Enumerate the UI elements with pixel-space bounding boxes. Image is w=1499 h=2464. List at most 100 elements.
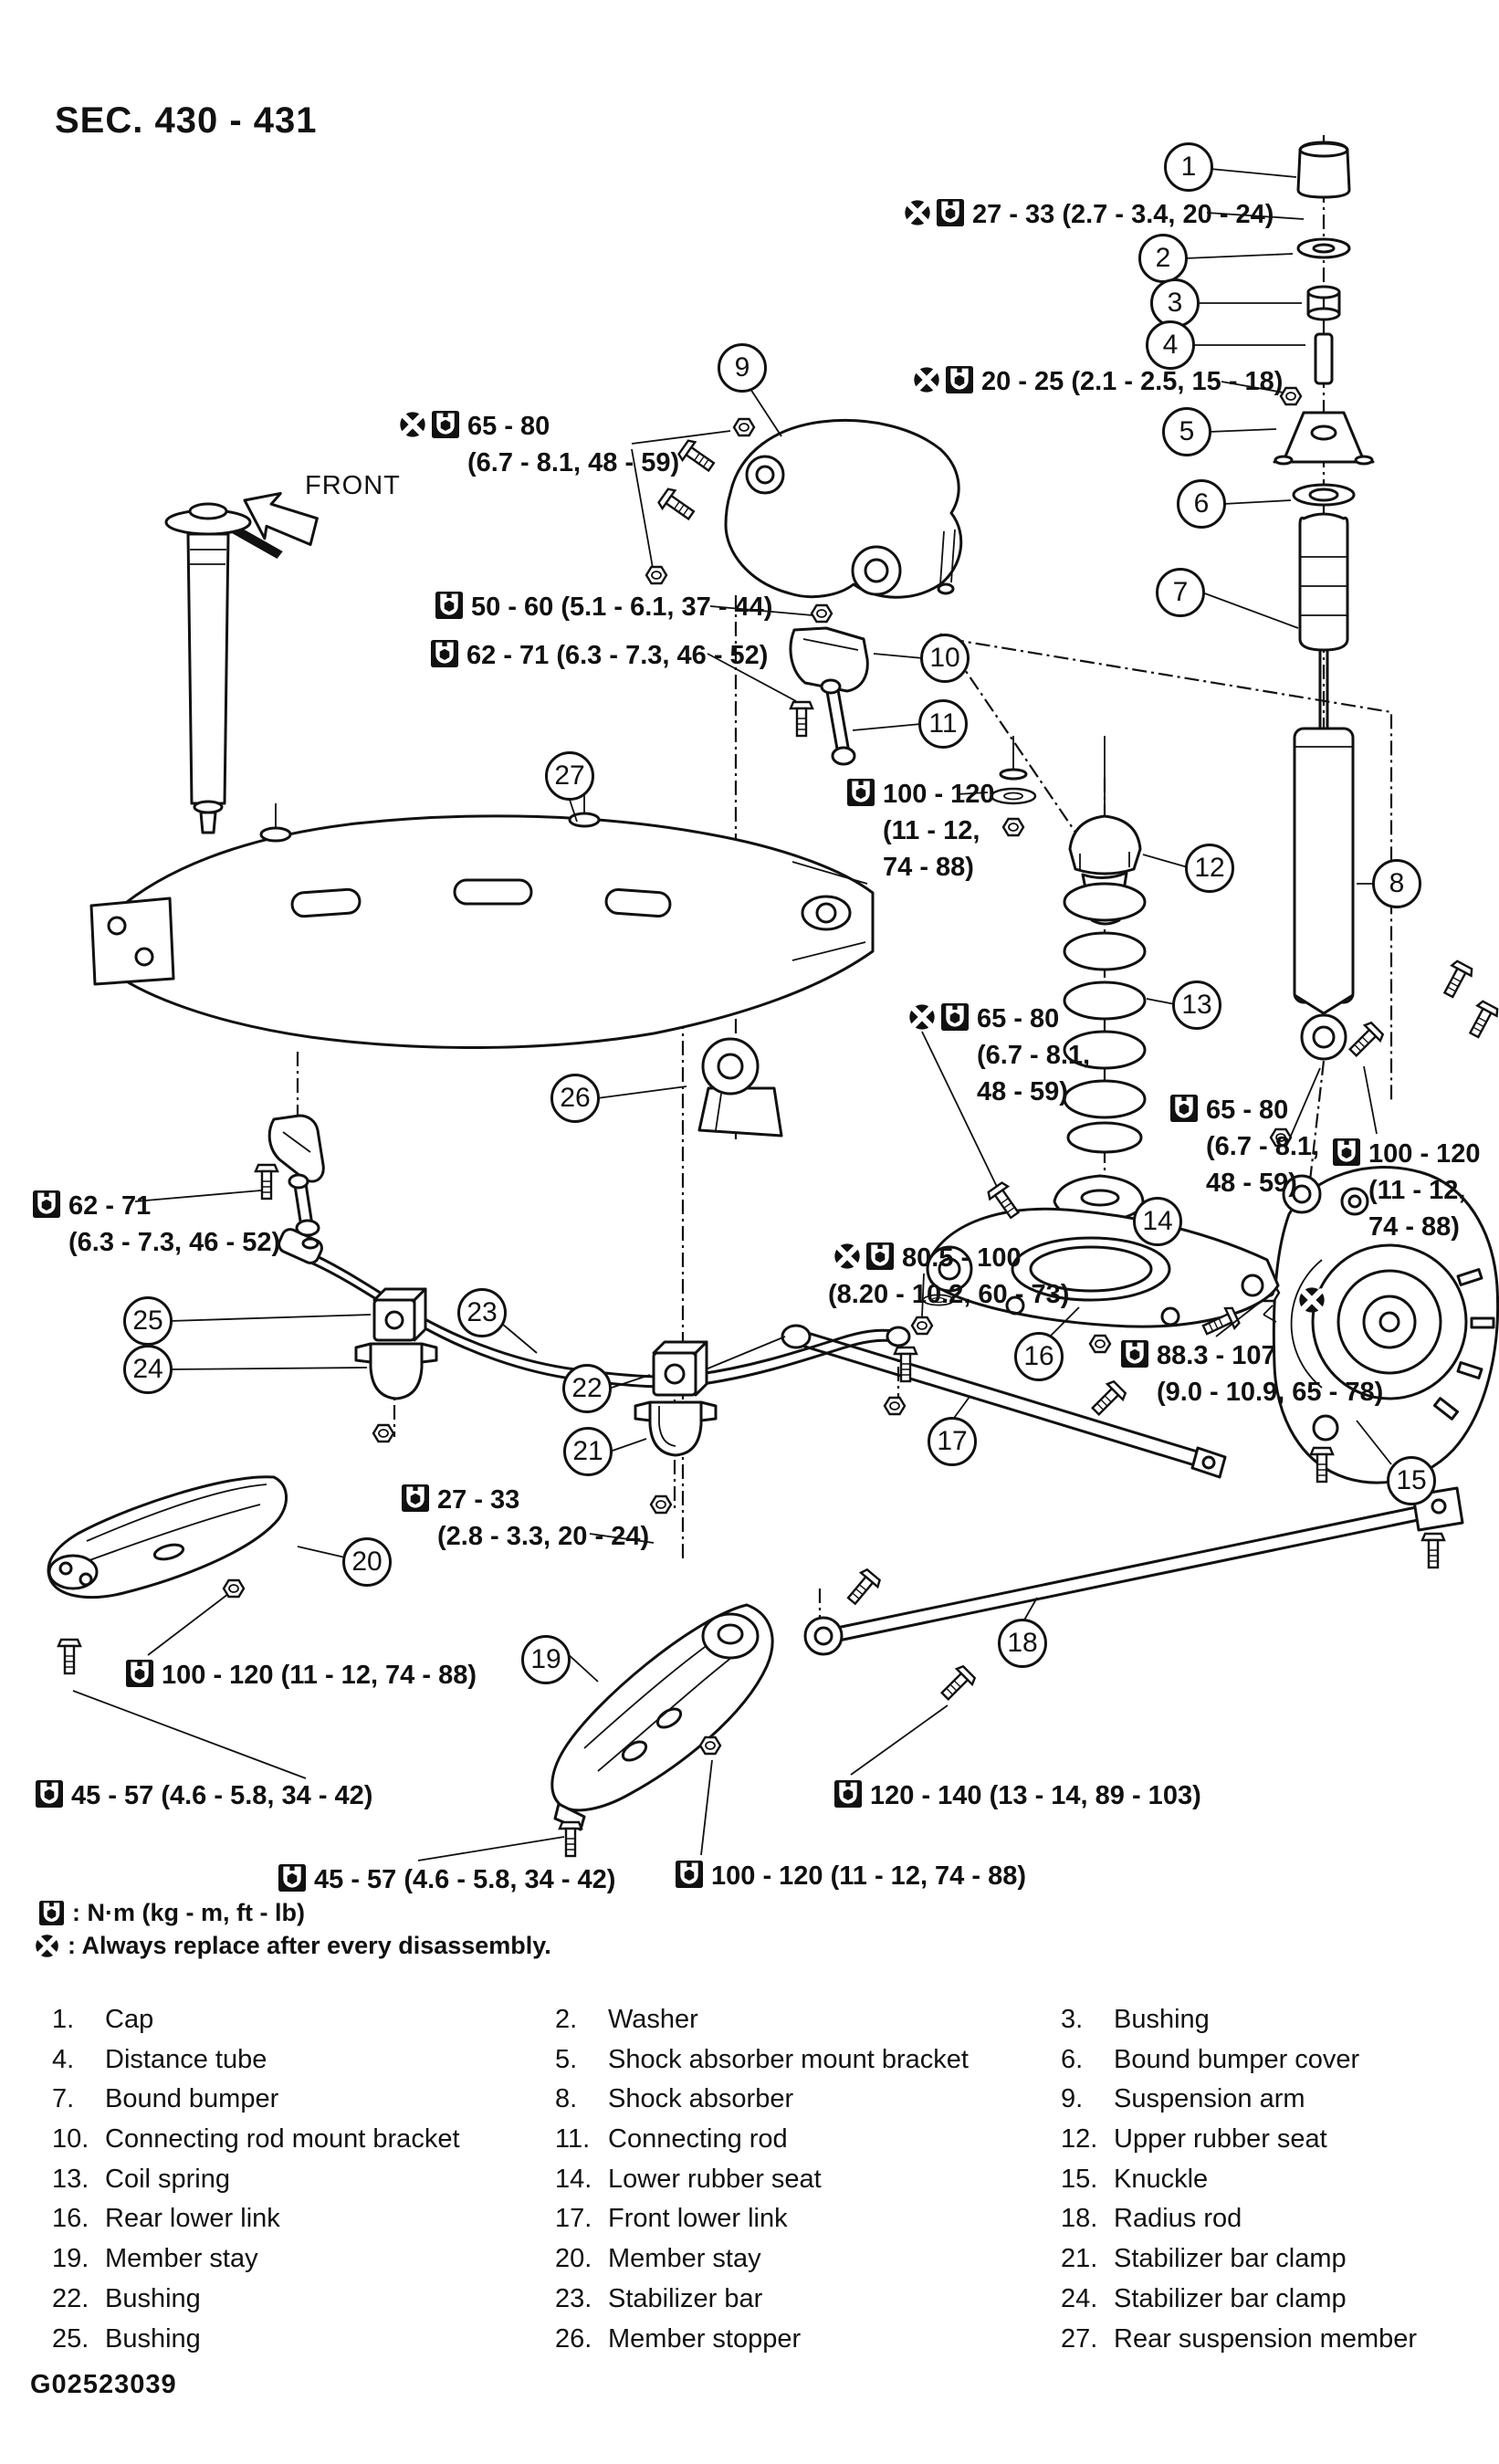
part-name: Cap (105, 2005, 154, 2034)
part-number: 17. (555, 2204, 592, 2234)
part-number: 18. (1061, 2204, 1098, 2234)
part-number: 15. (1061, 2164, 1098, 2194)
part-number: 4. (52, 2044, 75, 2074)
torque-value: 100 - 120 (883, 780, 995, 809)
replace-x-icon (35, 1934, 59, 1958)
torque-label-t6: 100 - 120(11 - 12,74 - 88) (847, 776, 995, 886)
torque-value: (11 - 12, (883, 816, 980, 846)
connecting-rod-art (789, 603, 869, 766)
torque-wrench-icon (431, 640, 458, 667)
torque-label-t4: 50 - 60 (5.1 - 6.1, 37 - 44) (435, 589, 772, 625)
torque-value: 100 - 120 (1368, 1139, 1481, 1169)
torque-value: 27 - 33 (437, 1485, 520, 1515)
strut-art (164, 502, 252, 834)
torque-value: 88.3 - 107 (1157, 1341, 1276, 1370)
part-number: 24. (1061, 2283, 1098, 2313)
part-row: 6. Bound bumper cover (1061, 2044, 1417, 2074)
torque-label-t15: 45 - 57 (4.6 - 5.8, 34 - 42) (36, 1777, 372, 1814)
torque-wrench-icon (834, 1780, 862, 1808)
torque-value: 45 - 57 (4.6 - 5.8, 34 - 42) (71, 1781, 373, 1810)
part-number: 9. (1061, 2084, 1084, 2114)
part-number: 7. (52, 2084, 75, 2114)
part-name: Rear lower link (105, 2204, 280, 2234)
torque-label-t5: 62 - 71 (6.3 - 7.3, 46 - 52) (431, 637, 768, 674)
legend-row-torque: : N·m (kg - m, ft - lb) (39, 1899, 305, 1927)
part-number: 16. (52, 2204, 89, 2234)
torque-value: 48 - 59) (977, 1077, 1068, 1107)
torque-value: (2.8 - 3.3, 20 - 24) (437, 1522, 650, 1552)
part-row: 7. Bound bumper (52, 2084, 460, 2114)
member-stay19-art (550, 1603, 774, 1858)
replace-x-icon (913, 366, 940, 393)
stabilizer-art (254, 1114, 918, 1515)
part-name: Washer (608, 2005, 698, 2034)
replace-x-icon (399, 411, 426, 438)
callout-20: 20 (342, 1537, 392, 1587)
part-name: Bound bumper (105, 2084, 279, 2114)
torque-label-t9: 100 - 120(11 - 12,74 - 88) (1333, 1136, 1481, 1245)
part-name: Bound bumper cover (1114, 2044, 1360, 2074)
part-name: Connecting rod mount bracket (105, 2124, 460, 2155)
torque-value: 50 - 60 (5.1 - 6.1, 37 - 44) (471, 592, 773, 622)
part-name: Rear suspension member (1114, 2323, 1418, 2354)
callout-11: 11 (918, 699, 968, 749)
callout-3: 3 (1150, 278, 1200, 328)
part-name: Member stopper (608, 2323, 802, 2354)
part-number: 8. (555, 2084, 578, 2114)
torque-wrench-icon (946, 366, 973, 393)
torque-label-t17: 45 - 57 (4.6 - 5.8, 34 - 42) (278, 1861, 615, 1898)
torque-wrench-icon (435, 592, 463, 619)
torque-leaders (72, 212, 1378, 1861)
section-title: SEC. 430 - 431 (55, 100, 318, 141)
part-number: 22. (52, 2283, 89, 2313)
torque-value: 100 - 120 (11 - 12, 74 - 88) (711, 1861, 1026, 1891)
part-name: Suspension arm (1114, 2084, 1305, 2114)
part-name: Radius rod (1114, 2204, 1242, 2234)
torque-label-t3: 65 - 80(6.7 - 8.1, 48 - 59) (399, 408, 679, 481)
part-name: Distance tube (105, 2044, 267, 2074)
torque-label-t7: 65 - 80(6.7 - 8.1,48 - 59) (908, 1001, 1090, 1110)
callout-22: 22 (562, 1364, 612, 1413)
part-row: 20.Member stay (555, 2244, 969, 2274)
torque-wrench-icon (39, 1901, 64, 1925)
part-row: 21.Stabilizer bar clamp (1061, 2244, 1417, 2274)
part-row: 4. Distance tube (52, 2044, 460, 2074)
part-number: 25. (52, 2323, 89, 2354)
callout-5: 5 (1162, 407, 1211, 456)
callout-leaders (169, 168, 1392, 1683)
torque-value: (9.0 - 10.9, 65 - 78) (1157, 1378, 1384, 1408)
part-name: Member stay (608, 2244, 761, 2274)
torque-label-t2: 20 - 25 (2.1 - 2.5, 15 - 18) (913, 363, 1283, 400)
legend-replace-text: : Always replace after every disassembly… (68, 1932, 551, 1959)
torque-value: 62 - 71 (6.3 - 7.3, 46 - 52) (466, 641, 769, 670)
torque-value: 65 - 80 (467, 412, 550, 441)
part-name: Member stay (105, 2244, 258, 2274)
knuckle-art (1257, 1019, 1499, 1484)
part-name: Connecting rod (608, 2124, 788, 2155)
part-row: 25. Bushing (52, 2323, 460, 2354)
part-row: 8.Shock absorber (555, 2084, 969, 2114)
part-name: Bushing (105, 2323, 201, 2354)
callout-23: 23 (457, 1288, 507, 1337)
part-row: 11.Connecting rod (555, 2124, 969, 2155)
part-row: 16. Rear lower link (52, 2204, 460, 2234)
rear-lower-link-art (910, 1127, 1293, 1354)
shock-stack-art (1273, 141, 1499, 1061)
part-row: 17.Front lower link (555, 2204, 969, 2234)
torque-wrench-icon (937, 199, 964, 226)
torque-value: (6.3 - 7.3, 46 - 52) (68, 1228, 281, 1258)
torque-wrench-icon (432, 411, 459, 438)
part-number: 19. (52, 2244, 89, 2274)
callout-18: 18 (998, 1619, 1047, 1668)
callout-15: 15 (1387, 1456, 1436, 1505)
part-number: 21. (1061, 2244, 1098, 2274)
torque-label-t10: 80.5 - 100(8.20 - 10.2, 60 - 73) (828, 1240, 1069, 1313)
part-row: 24.Stabilizer bar clamp (1061, 2283, 1417, 2313)
callout-8: 8 (1372, 859, 1421, 908)
replace-x-icon (833, 1242, 861, 1270)
part-row: 10.Connecting rod mount bracket (52, 2124, 460, 2155)
callout-9: 9 (718, 343, 767, 393)
part-number: 6. (1061, 2044, 1084, 2074)
front-arrow-icon (225, 491, 319, 560)
